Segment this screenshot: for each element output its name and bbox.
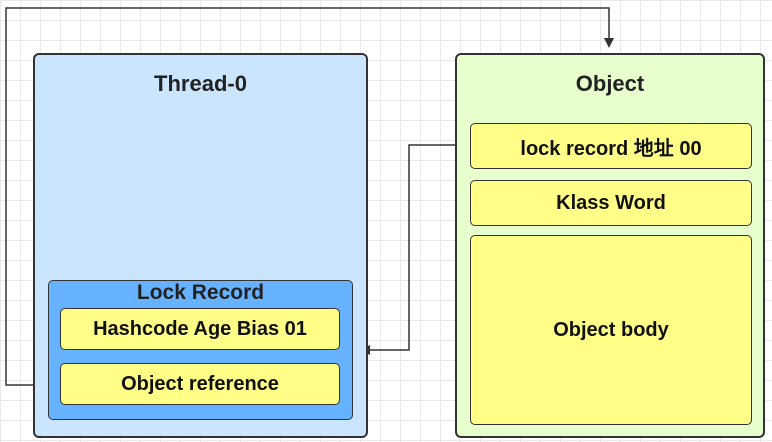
object-reference-field: Object reference <box>60 363 340 405</box>
hashcode-age-bias-field: Hashcode Age Bias 01 <box>60 308 340 350</box>
object-title: Object <box>575 71 645 96</box>
object-body-field: Object body <box>470 235 752 425</box>
lock-record-address-arrow <box>360 144 470 355</box>
thread-title: Thread-0 <box>154 71 247 96</box>
lock-record-box: Lock Record Hashcode Age Bias 01 Object … <box>48 280 353 420</box>
klass-word-field: Klass Word <box>470 180 752 226</box>
lock-record-title: Lock Record <box>136 281 265 304</box>
object-reference-arrow <box>5 7 614 386</box>
mark-word-field: lock record 地址 00 <box>470 123 752 169</box>
object-box: Object lock record 地址 00 Klass Word Obje… <box>455 53 765 438</box>
